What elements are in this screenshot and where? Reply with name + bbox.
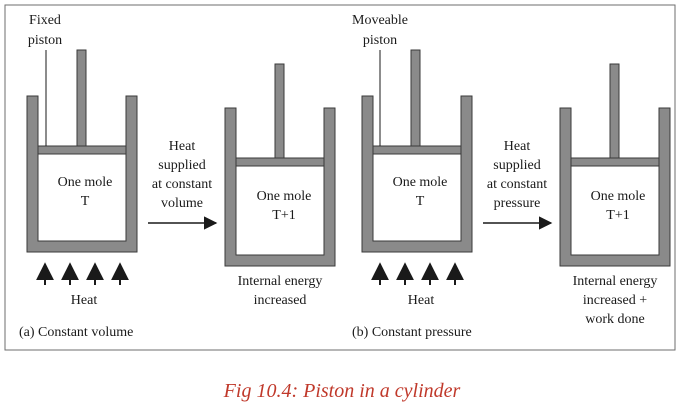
gas-label-a-after: One mole <box>257 189 312 204</box>
fixed-piston-label: Fixed <box>29 13 61 28</box>
gas-temp-b-after: T+1 <box>606 208 629 223</box>
cylinder-b-after <box>559 107 671 267</box>
process-label-a: Heat <box>169 139 196 154</box>
piston-head-a-after <box>235 157 325 167</box>
result-label-a: Internal energy <box>238 274 323 289</box>
panel-b-title: (b) Constant pressure <box>352 325 472 340</box>
diagram-frame <box>4 4 676 351</box>
process-label-a-4: volume <box>161 196 203 211</box>
panel-a-title: (a) Constant volume <box>19 325 133 340</box>
process-label-b: Heat <box>504 139 531 154</box>
result-label-b-2: increased + <box>583 293 647 308</box>
heat-label-a: Heat <box>71 293 98 308</box>
cylinder-b-before <box>361 95 473 253</box>
gas-label-b-after: One mole <box>591 189 646 204</box>
piston-head-b-after <box>570 157 660 167</box>
process-label-a-2: supplied <box>158 158 205 173</box>
gas-temp-b-before: T <box>416 194 425 209</box>
piston-rod-a-after <box>274 63 285 159</box>
fixed-piston-rod <box>76 49 87 147</box>
figure-caption: Fig 10.4: Piston in a cylinder <box>223 380 461 402</box>
process-label-a-3: at constant <box>152 177 212 192</box>
gas-label-b-before: One mole <box>393 175 448 190</box>
process-label-b-4: pressure <box>494 196 541 211</box>
result-label-b-3: work done <box>585 312 645 327</box>
result-label-b: Internal energy <box>573 274 658 289</box>
moveable-piston-head <box>372 145 462 155</box>
cylinder-a-before <box>26 95 138 253</box>
gas-temp-a-after: T+1 <box>272 208 295 223</box>
fixed-piston-head <box>37 145 127 155</box>
fixed-piston-label-2: piston <box>28 33 62 48</box>
heat-label-b: Heat <box>408 293 435 308</box>
moveable-piston-label-2: piston <box>363 33 397 48</box>
gas-label-a-before: One mole <box>58 175 113 190</box>
moveable-piston-label: Moveable <box>352 13 408 28</box>
result-label-a-2: increased <box>254 293 307 308</box>
process-label-b-3: at constant <box>487 177 547 192</box>
cylinder-a-after <box>224 107 336 267</box>
process-label-b-2: supplied <box>493 158 540 173</box>
gas-temp-a-before: T <box>81 194 90 209</box>
moveable-piston-rod <box>410 49 421 147</box>
piston-rod-b-after <box>609 63 620 159</box>
